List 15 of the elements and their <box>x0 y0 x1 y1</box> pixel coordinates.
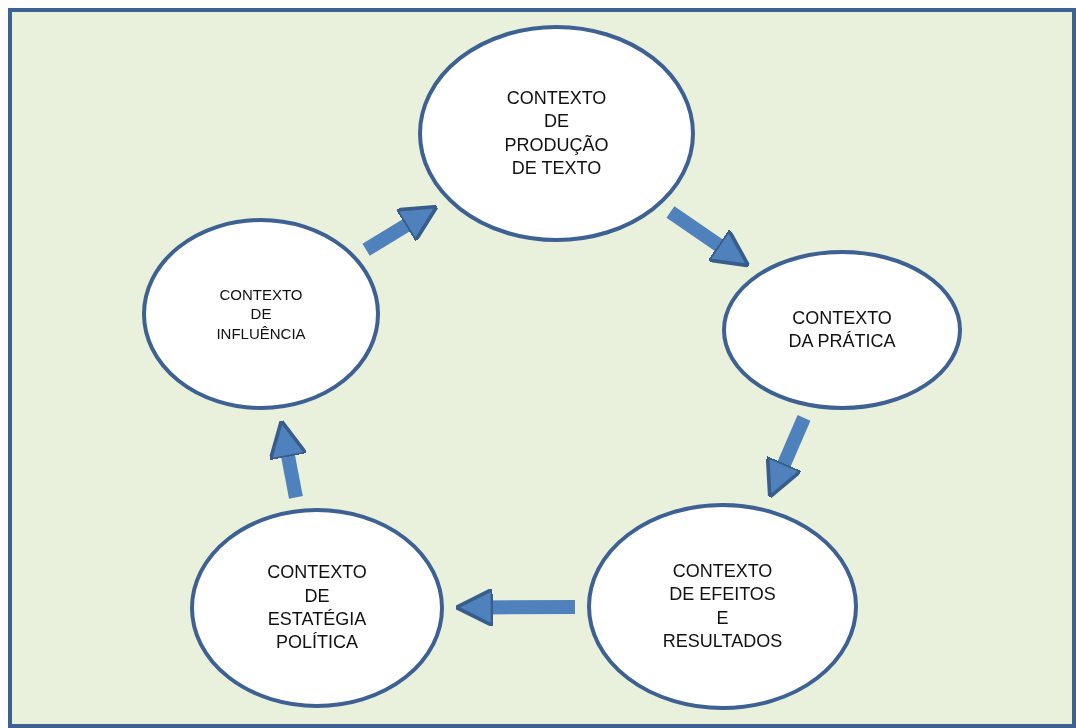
node-label: CONTEXTO DE EFEITOS E RESULTADOS <box>661 559 784 653</box>
block-arrow <box>454 587 576 628</box>
block-arrow <box>765 415 811 499</box>
block-arrow <box>268 419 308 499</box>
block-arrow <box>666 206 751 268</box>
block-arrow <box>362 204 439 256</box>
node-label: CONTEXTO DA PRÁTICA <box>788 306 896 353</box>
context-ellipse <box>418 25 695 242</box>
node-label: CONTEXTO DE ESTATÉGIA POLÍTICA <box>266 561 368 655</box>
node-label: CONTEXTO DE PRODUÇÃO DE TEXTO <box>503 86 610 180</box>
node-label: CONTEXTO DE INFLUÊNCIA <box>215 284 307 344</box>
context-ellipse <box>142 218 380 410</box>
context-ellipse <box>722 250 962 410</box>
context-ellipse <box>190 508 444 708</box>
context-ellipse <box>587 503 858 710</box>
